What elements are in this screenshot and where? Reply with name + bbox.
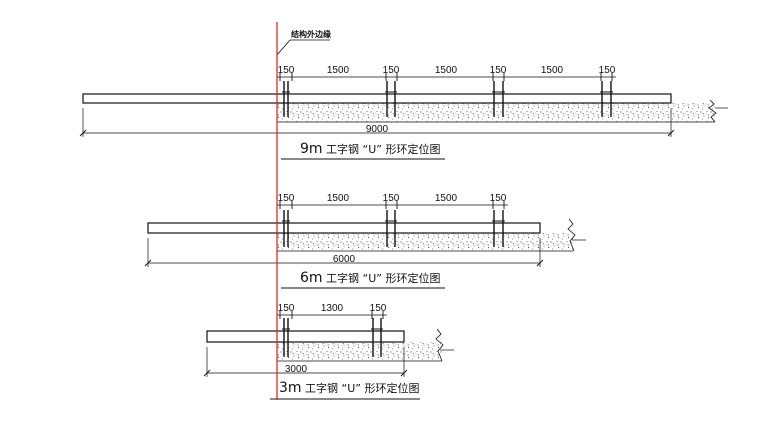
- svg-text:6m 工字钢 “U” 形环定位图: 6m 工字钢 “U” 形环定位图: [300, 270, 441, 286]
- u-ring-pair: [282, 81, 290, 117]
- total-length-label: 3000: [285, 364, 308, 375]
- dimension-tick: [400, 369, 408, 377]
- total-length-label: 6000: [333, 254, 356, 265]
- svg-text:3m 工字钢 “U” 形环定位图: 3m 工字钢 “U” 形环定位图: [279, 380, 420, 396]
- caption-title: 工字钢 “U” 形环定位图: [302, 381, 420, 395]
- total-length-label: 9000: [366, 124, 389, 135]
- u-ring-pair: [600, 81, 613, 117]
- boundary-label: 结构外边缘: [291, 29, 331, 39]
- drawing-6m: 150 1500 150 1500 150 6000 6m 工字钢 “U” 形环…: [144, 193, 586, 289]
- boundary-annotation: 结构外边缘: [276, 29, 331, 56]
- drawing-caption: 9m 工字钢 “U” 形环定位图: [281, 141, 445, 160]
- drawing-caption: 6m 工字钢 “U” 形环定位图: [281, 270, 445, 289]
- caption-size: 9m: [300, 141, 323, 157]
- drawing-3m: 150 1300 150 3000 3m 工字钢 “U” 形环定位图: [203, 303, 454, 400]
- u-ring-pair: [385, 210, 397, 247]
- total-dimension: 6000: [144, 238, 544, 267]
- dimension-tick: [79, 129, 87, 137]
- dimension-tick: [144, 259, 152, 267]
- u-ring-pair: [385, 81, 397, 117]
- dimension-label: 1500: [327, 65, 350, 76]
- break-line: [708, 99, 717, 123]
- drawing-9m: 150 1500 150 1500 150 1500 150 9000 9m 工…: [79, 65, 728, 160]
- u-ring-pair: [492, 210, 505, 247]
- dimension-label: 150: [278, 193, 295, 204]
- caption-size: 6m: [300, 270, 323, 286]
- dimension-tick: [667, 129, 675, 137]
- svg-text:9m 工字钢 “U” 形环定位图: 9m 工字钢 “U” 形环定位图: [300, 141, 441, 157]
- dimension-label: 1500: [435, 65, 458, 76]
- dimension-label: 150: [599, 65, 616, 76]
- break-line: [567, 218, 576, 252]
- dimension-label: 150: [490, 193, 507, 204]
- dimension-label: 1500: [435, 193, 458, 204]
- dimension-label: 150: [278, 303, 295, 314]
- u-ring-pair: [371, 318, 383, 357]
- caption-title: 工字钢 “U” 形环定位图: [323, 142, 441, 156]
- i-beam: [206, 330, 405, 343]
- top-dimension: 150 1500 150 1500 150: [277, 193, 508, 209]
- dimension-label: 1500: [327, 193, 350, 204]
- break-line: [435, 328, 444, 362]
- dimension-label: 150: [370, 303, 387, 314]
- dimension-label: 1300: [321, 303, 344, 314]
- u-ring-pair: [492, 81, 505, 117]
- top-dimension: 150 1500 150 1500 150 1500 150: [277, 65, 616, 81]
- u-ring-pair: [282, 210, 290, 247]
- dimension-label: 1500: [541, 65, 564, 76]
- total-dimension: 9000: [79, 108, 675, 137]
- i-beam: [147, 222, 541, 234]
- leader-line: [276, 39, 291, 56]
- drawing-caption: 3m 工字钢 “U” 形环定位图: [270, 380, 420, 400]
- concrete-slab: [277, 233, 573, 251]
- concrete-slab: [277, 103, 715, 122]
- dimension-label: 150: [490, 65, 507, 76]
- caption-size: 3m: [279, 380, 302, 396]
- top-dimension: 150 1300 150: [277, 303, 387, 319]
- i-beam: [82, 93, 672, 104]
- total-dimension: 3000: [203, 347, 408, 377]
- concrete-slab: [277, 342, 442, 361]
- dimension-label: 150: [383, 193, 400, 204]
- dimension-label: 150: [278, 65, 295, 76]
- caption-title: 工字钢 “U” 形环定位图: [323, 271, 441, 285]
- u-ring-pair: [282, 318, 290, 357]
- dimension-label: 150: [383, 65, 400, 76]
- dimension-tick: [203, 369, 211, 377]
- dimension-tick: [536, 259, 544, 267]
